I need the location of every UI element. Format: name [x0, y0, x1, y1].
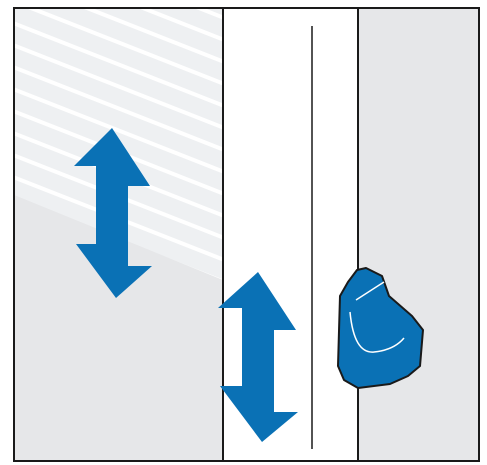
center-arrow-shape — [218, 272, 298, 442]
outer-frame — [13, 7, 480, 462]
right-panel — [358, 8, 479, 461]
light-hatch — [14, 8, 223, 461]
right-panel-fill — [358, 8, 479, 461]
blue-clip — [337, 267, 424, 389]
left-panel — [14, 8, 223, 461]
panel-outlines — [13, 7, 480, 462]
blue-clip-curve — [349, 311, 405, 353]
center-vertical-arrow — [218, 272, 298, 442]
blue-clip-highlight — [355, 281, 385, 301]
left-arrow-shape — [74, 128, 152, 298]
hatch-lower-cut — [14, 195, 223, 461]
left-vertical-arrow — [74, 128, 152, 298]
